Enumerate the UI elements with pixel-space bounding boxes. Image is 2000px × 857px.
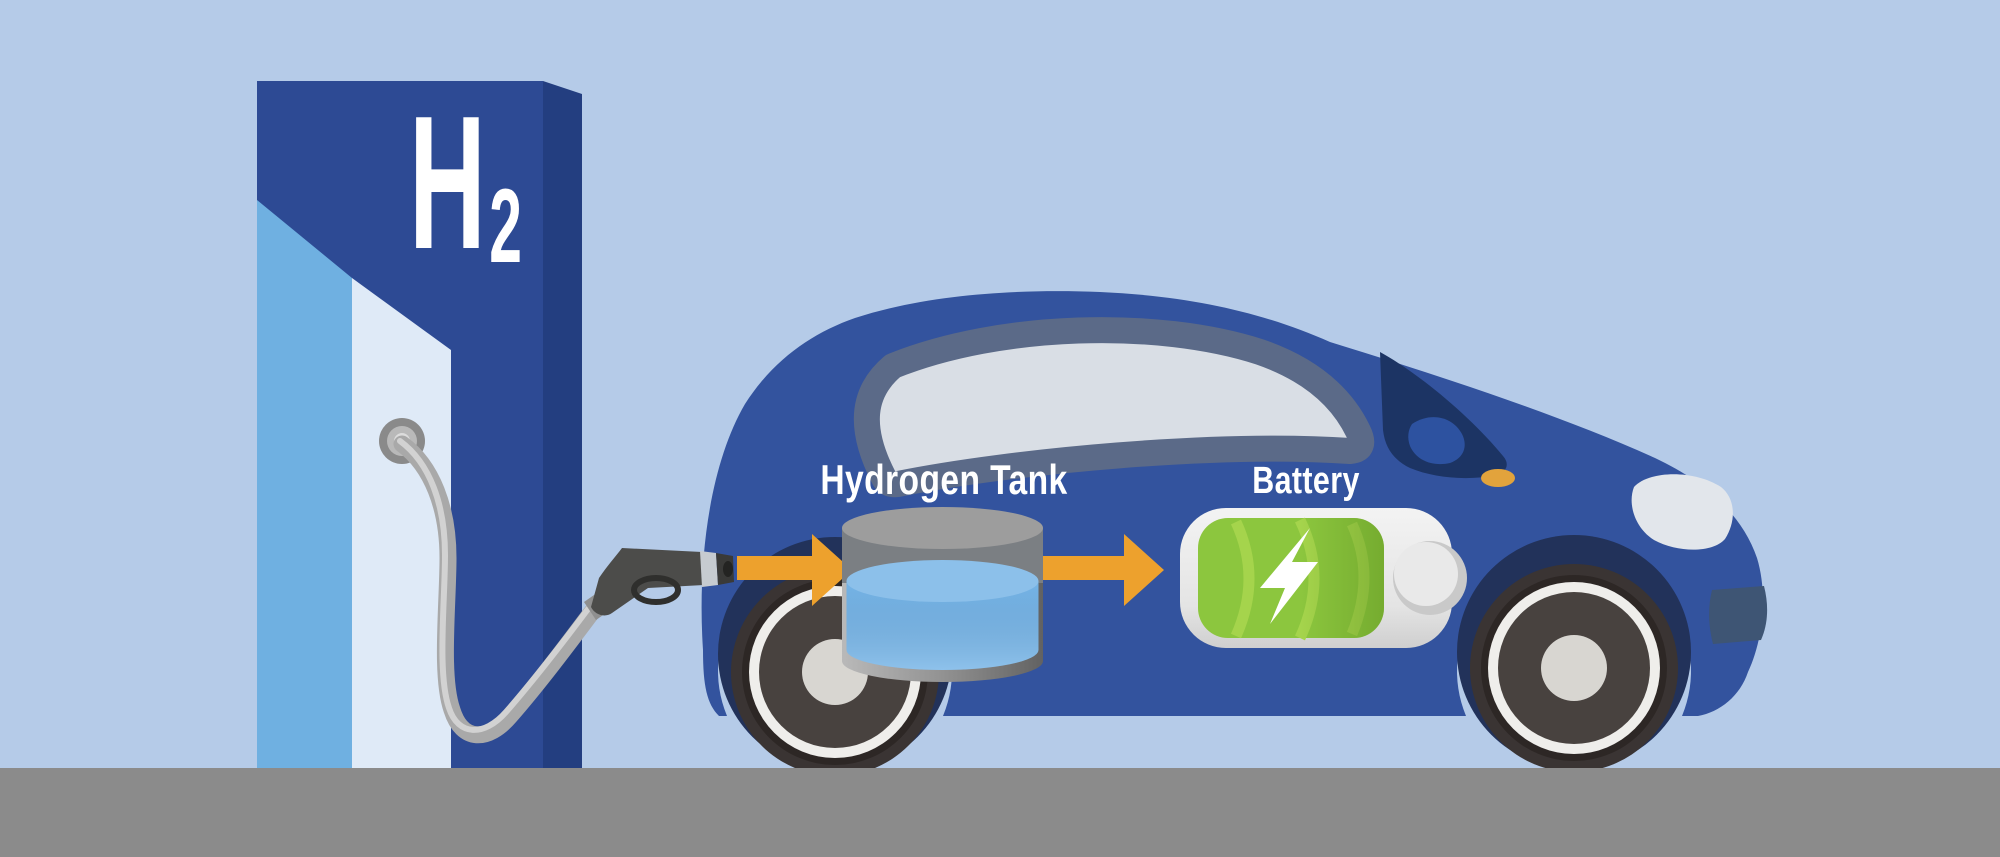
nozzle-collar	[700, 551, 718, 587]
pump-h2-label: H2	[409, 88, 523, 279]
ground	[0, 768, 2000, 857]
flow-arrow-pump-to-tank	[737, 534, 852, 606]
rear-wheel	[731, 568, 939, 776]
front-wheel	[1470, 564, 1678, 772]
front-hub-cap	[1541, 635, 1607, 701]
pump-hose-highlight	[397, 438, 591, 733]
tank-liquid-shade	[846, 581, 1039, 670]
tank-liquid-surface	[846, 560, 1039, 602]
hydrogen-pump	[257, 81, 601, 780]
flow-arrow-tank-to-battery	[1040, 534, 1164, 606]
side-indicator-dot	[1481, 469, 1515, 487]
nozzle-tip-opening	[723, 561, 733, 577]
pump-left-strip	[257, 200, 352, 780]
pump-light-panel	[352, 278, 451, 780]
battery	[1180, 508, 1467, 648]
battery-label: Battery	[1252, 460, 1360, 502]
hydrogen-tank	[842, 507, 1043, 682]
pump-h2-main: H	[409, 77, 487, 289]
headlight	[1631, 474, 1733, 550]
hydrogen-tank-label: Hydrogen Tank	[820, 456, 1068, 503]
front-bumper-accent	[1709, 586, 1768, 644]
tank-top	[842, 507, 1043, 549]
car-window	[853, 317, 1375, 498]
fuel-nozzle	[584, 548, 734, 620]
nozzle-trigger-guard	[631, 575, 681, 605]
pump-h2-subscript: 2	[489, 168, 524, 285]
battery-terminal	[1394, 542, 1458, 606]
pump-side-face	[543, 81, 582, 780]
lightning-bolt-icon	[1260, 528, 1318, 624]
quarter-window	[1408, 417, 1465, 465]
